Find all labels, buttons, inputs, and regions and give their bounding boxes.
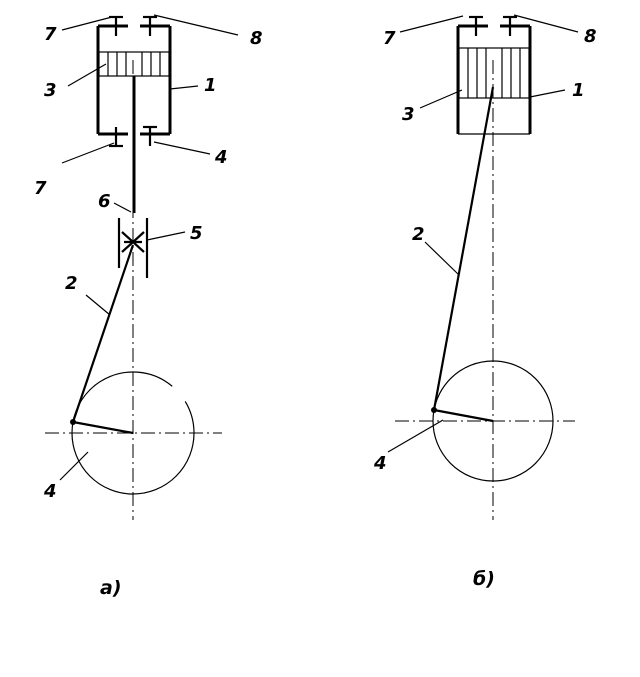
- crank-pin-a: [70, 419, 76, 425]
- label-8-b: 8: [584, 26, 597, 47]
- crank-circle-b: [432, 360, 554, 482]
- caption-b: б): [473, 568, 495, 590]
- connecting-rod-a: [71, 244, 135, 423]
- label-8-a: 8: [250, 28, 263, 49]
- label-2-a: 2: [65, 273, 78, 294]
- cylinder-a: [96, 24, 172, 136]
- crank-pin-b: [431, 407, 437, 413]
- caption-a: а): [100, 577, 122, 599]
- cylinder-b: [456, 24, 532, 135]
- label-7-top-a: 7: [44, 24, 57, 45]
- crank-circle-a: [71, 371, 195, 495]
- label-4-b: 4: [373, 453, 387, 474]
- crosshead-a: [117, 218, 149, 278]
- leader-lines-a: [59, 14, 239, 481]
- label-5-a: 5: [190, 223, 203, 244]
- piston-b: [458, 47, 530, 99]
- label-1-a: 1: [204, 75, 217, 96]
- label-3-b: 3: [402, 104, 415, 125]
- figure-b: 7 8 3 1 2 4 б): [373, 14, 597, 590]
- label-4-top-a: 4: [214, 147, 228, 168]
- valve-top-a: [109, 15, 157, 36]
- connecting-rod-b: [432, 86, 495, 411]
- label-2-b: 2: [412, 224, 425, 245]
- valve-bottom-a: [109, 125, 157, 148]
- label-3-a: 3: [44, 80, 57, 101]
- label-1-b: 1: [572, 80, 585, 101]
- label-7-b: 7: [383, 28, 396, 49]
- label-6-a: 6: [98, 191, 111, 212]
- label-4-bottom-a: 4: [43, 481, 57, 502]
- valve-top-b: [469, 15, 517, 36]
- label-7-bottom-a: 7: [34, 178, 47, 199]
- figure-a: 7 8 3 1 7 4 6 5 2 4 а): [34, 14, 263, 599]
- crank-a: [72, 420, 134, 435]
- crank-b: [433, 408, 494, 423]
- piston-a: [98, 51, 170, 77]
- leader-lines-b: [387, 14, 579, 453]
